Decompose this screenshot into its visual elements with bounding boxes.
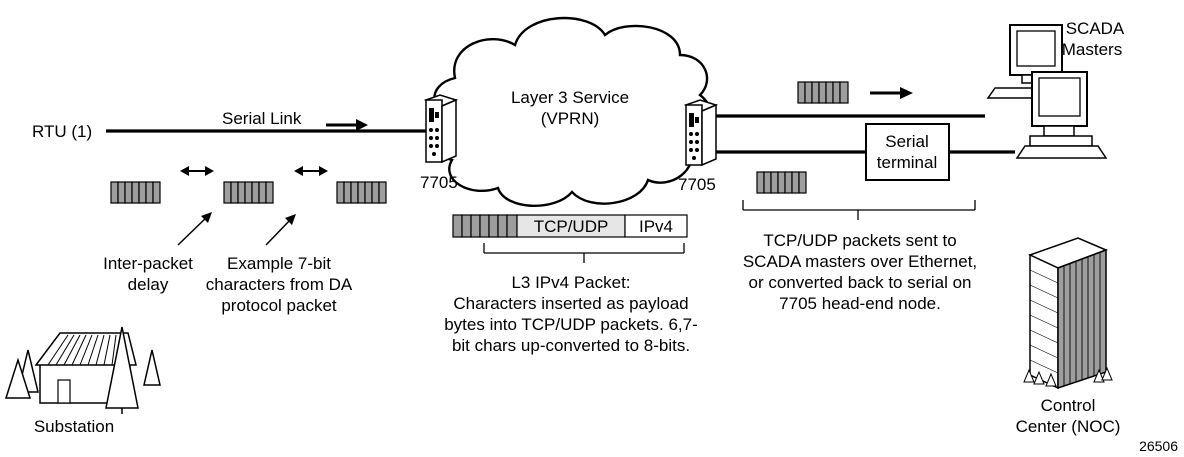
serial-terminal-title: Serial [885, 132, 928, 151]
tcp-desc-4: 7705 head-end node. [779, 294, 941, 313]
cloud-subtitle: (VPRN) [541, 109, 600, 128]
tcp-desc-2: SCADA masters over Ethernet, [743, 252, 977, 271]
delay-arrow-2 [294, 166, 328, 176]
right-node-label: 7705 [678, 175, 716, 194]
serial-packet-1 [110, 181, 161, 204]
serial-terminal-packet [756, 171, 807, 194]
l3-bracket [483, 243, 685, 263]
pkt-ipv4-label: IPv4 [639, 217, 673, 236]
router-icon [683, 99, 719, 167]
control-center-title: Control [1041, 396, 1096, 415]
tcp-bracket [742, 200, 976, 220]
ethernet-packet [797, 81, 849, 104]
scada-subtitle: Masters [1062, 40, 1122, 59]
tcp-desc-1: TCP/UDP packets sent to [763, 231, 956, 250]
delay-arrow-1 [180, 166, 214, 176]
scada-title: SCADA [1066, 19, 1125, 38]
serial-arrow [326, 119, 368, 131]
control-center-subtitle: Center (NOC) [1016, 417, 1121, 436]
inter-packet-pointer [177, 212, 212, 246]
computer-icon [986, 24, 1074, 99]
l3-desc-3: bytes into TCP/UDP packets. 6,7- [444, 315, 698, 334]
substation-label: Substation [34, 417, 114, 436]
l3-desc-2: Characters inserted as payload [453, 294, 688, 313]
serial-terminal-subtitle: terminal [877, 153, 937, 172]
serial-terminal-box [865, 123, 950, 181]
building-icon [1023, 237, 1113, 390]
pkt-tcp-label: TCP/UDP [534, 217, 609, 236]
inter-packet-subtitle: delay [128, 275, 169, 294]
ethernet-arrow [870, 87, 913, 99]
serial-packet-2 [223, 181, 274, 204]
cloud-title: Layer 3 Service [511, 88, 629, 107]
rtu-label: RTU (1) [32, 122, 92, 141]
figure-id: 26506 [1139, 438, 1178, 454]
substation-icon [4, 326, 161, 414]
example-line-1: Example 7-bit [227, 254, 331, 273]
l3-desc-1: L3 IPv4 Packet: [511, 273, 630, 292]
l3-packet [452, 214, 688, 238]
l3-desc-4: bit chars up-converted to 8-bits. [452, 336, 690, 355]
ipv4-segment [624, 214, 688, 238]
example-line-3: protocol packet [221, 296, 337, 315]
computer-icon [1015, 71, 1108, 159]
serial-link-label: Serial Link [222, 109, 302, 128]
example-line-2: characters from DA [206, 275, 353, 294]
inter-packet-title: Inter-packet [103, 254, 193, 273]
router-icon [423, 94, 459, 164]
left-node-label: 7705 [420, 173, 458, 192]
example-pointer [265, 214, 296, 246]
tcp-desc-3: or converted back to serial on [748, 273, 971, 292]
serial-packet-3 [336, 181, 387, 204]
